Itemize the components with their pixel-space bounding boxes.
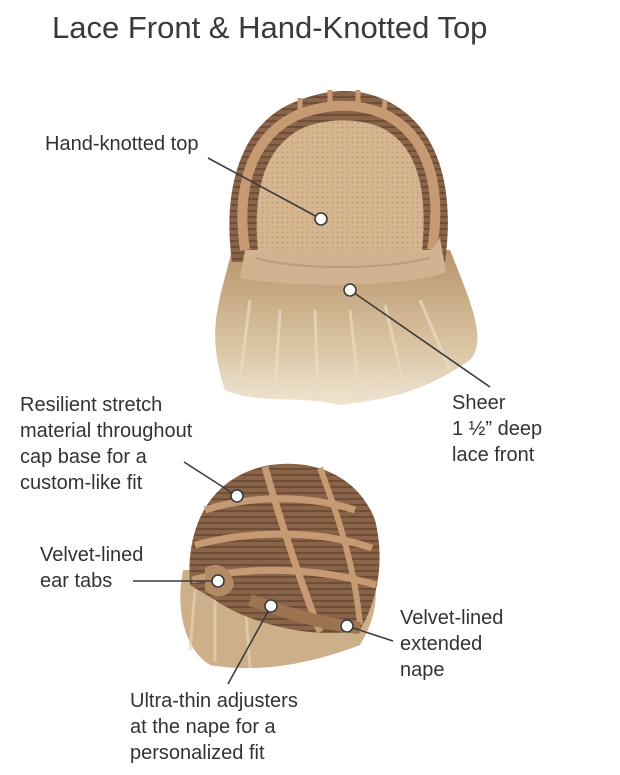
label-line: Hand-knotted top — [45, 133, 199, 155]
label-line: at the nape for a — [130, 716, 276, 738]
label-line: nape — [400, 659, 445, 681]
leader-extended-nape — [346, 625, 394, 642]
label-line: personalized fit — [130, 742, 265, 764]
label-line: lace front — [452, 444, 535, 466]
label-line: Velvet-lined — [400, 607, 504, 629]
label-line: Sheer — [452, 392, 506, 414]
leader-hand-knotted-top — [207, 157, 322, 220]
leader-lace-front — [349, 289, 491, 388]
leader-lines — [133, 157, 491, 685]
dot-adjusters — [264, 599, 278, 613]
label-stretch-material: Resilient stretch material throughout ca… — [20, 392, 192, 496]
label-sheer-lace-front: Sheer 1 ½” deep lace front — [452, 390, 542, 468]
label-line: Resilient stretch — [20, 394, 163, 416]
label-ear-tabs: Velvet-lined ear tabs — [40, 542, 143, 594]
leader-stretch-material — [183, 461, 238, 497]
dot-extended-nape — [340, 619, 354, 633]
top-wig-image — [215, 90, 478, 405]
dot-lace-front — [343, 283, 357, 297]
leader-adjusters — [227, 605, 272, 685]
label-line: material throughout — [20, 420, 193, 442]
label-line: Ultra-thin adjusters — [130, 690, 298, 712]
callout-dots — [211, 212, 357, 633]
label-line: 1 ½” deep — [452, 418, 543, 440]
bottom-wig-image — [180, 463, 380, 669]
label-line: cap base for a — [20, 446, 147, 468]
label-line: extended — [400, 633, 483, 655]
label-line: custom-like fit — [20, 472, 143, 494]
label-hand-knotted-top: Hand-knotted top — [45, 131, 198, 157]
dot-stretch-material — [230, 489, 244, 503]
label-extended-nape: Velvet-lined extended nape — [400, 605, 503, 683]
label-adjusters: Ultra-thin adjusters at the nape for a p… — [130, 688, 298, 766]
dot-hand-knotted-top — [314, 212, 328, 226]
page-title: Lace Front & Hand-Knotted Top — [52, 10, 488, 45]
label-line: Velvet-lined — [40, 544, 144, 566]
label-line: ear tabs — [40, 570, 113, 592]
dot-ear-tabs — [211, 574, 225, 588]
